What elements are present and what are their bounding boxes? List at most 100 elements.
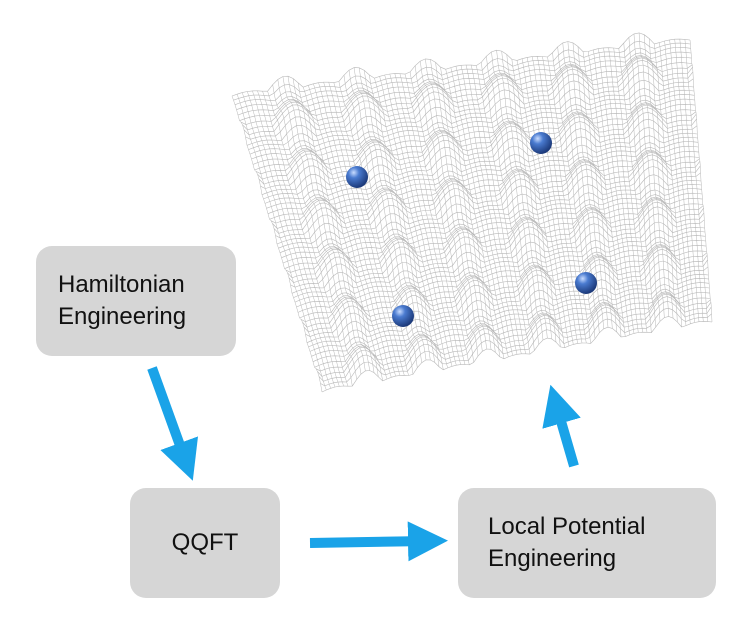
lattice-mesh-row xyxy=(272,154,701,229)
lattice-mesh-column xyxy=(414,65,479,357)
lattice-mesh-column xyxy=(679,39,704,322)
lattice-mesh-column xyxy=(292,78,375,373)
lattice-mesh-column xyxy=(654,43,682,328)
lattice-mesh-column xyxy=(465,64,522,354)
lattice-mesh-column xyxy=(394,73,461,365)
lattice-mesh-column xyxy=(389,73,457,366)
lattice-mesh-column xyxy=(643,34,674,319)
lattice-mesh-column xyxy=(587,51,626,337)
lattice-mesh-column xyxy=(353,67,427,360)
lattice-mesh-column xyxy=(547,56,591,344)
lattice-mesh-column xyxy=(262,91,349,387)
lattice-mesh-column xyxy=(608,47,643,333)
lattice-mesh-column xyxy=(241,92,331,389)
lattice-mesh-column xyxy=(598,48,635,334)
lattice-mesh-column xyxy=(516,60,565,348)
local-potential-line1: Local Potential xyxy=(488,513,646,540)
lattice-mesh-column xyxy=(669,39,695,323)
lattice-mesh-column xyxy=(374,78,444,370)
lattice-mesh-column xyxy=(277,79,362,375)
lattice-mesh-column xyxy=(476,65,531,355)
atom xyxy=(392,305,414,327)
arrow-hamiltonian-to-qqft xyxy=(147,366,199,481)
lattice-mesh-column xyxy=(501,51,552,339)
lattice-mesh-column xyxy=(231,95,323,393)
lattice-mesh-column xyxy=(649,38,678,322)
lattice-mesh-row xyxy=(279,188,702,253)
lattice-mesh-column xyxy=(430,59,492,350)
lattice-mesh-column xyxy=(633,33,665,318)
qqft-node: QQFT xyxy=(130,488,280,598)
atom xyxy=(346,166,368,188)
atom xyxy=(575,272,597,294)
lattice-mesh-column xyxy=(252,90,340,387)
lattice-mesh-column xyxy=(323,82,401,376)
lattice-mesh-column xyxy=(470,65,526,354)
lattice-mesh-column xyxy=(486,56,539,345)
lattice-mesh-column xyxy=(425,58,487,350)
lattice-mesh-column xyxy=(689,39,713,323)
lattice-mesh-column xyxy=(333,82,409,376)
lattice-mesh-column xyxy=(247,91,336,388)
lattice-mesh-column xyxy=(369,74,440,367)
lattice-mesh-column xyxy=(364,70,435,363)
lattice-mesh-column xyxy=(572,42,613,329)
lattice-mesh-column xyxy=(450,67,509,357)
hamiltonian-line1: Hamiltonian xyxy=(58,271,185,298)
lattice-mesh-column xyxy=(328,82,405,376)
lattice-mesh-column xyxy=(577,46,617,333)
lattice-mesh-column xyxy=(603,47,639,333)
lattice-mesh-column xyxy=(445,69,505,359)
lattice-mesh-column xyxy=(674,39,700,322)
lattice-mesh-column xyxy=(318,82,396,377)
lattice-mesh-column xyxy=(659,42,687,326)
arrow-local-potential-to-lattice xyxy=(542,384,581,468)
hamiltonian-line2: Engineering xyxy=(58,303,187,330)
lattice-mesh-column xyxy=(440,67,500,357)
lattice-mesh-column xyxy=(272,84,357,380)
lattice-mesh-column xyxy=(399,73,466,365)
lattice-mesh-column xyxy=(593,49,630,335)
lattice-mesh-column xyxy=(537,56,583,344)
qqft-label: QQFT xyxy=(171,529,239,556)
lattice-mesh-column xyxy=(613,47,648,333)
lattice-mesh-row xyxy=(231,32,691,97)
lattice-mesh-column xyxy=(409,71,474,363)
lattice-mesh-column xyxy=(282,76,366,371)
hamiltonian-engineering-node: Hamiltonian Engineering xyxy=(36,246,236,356)
local-potential-line2: Engineering xyxy=(488,545,617,572)
lattice-mesh-column xyxy=(496,50,548,339)
lattice-mesh-column xyxy=(664,40,691,324)
atom xyxy=(530,132,552,154)
lattice-mesh-column xyxy=(460,65,518,355)
local-potential-engineering-node: Local Potential Engineering xyxy=(458,488,716,598)
lattice-mesh-column xyxy=(267,91,353,387)
optical-lattice xyxy=(231,32,713,393)
lattice-mesh-column xyxy=(420,61,483,352)
lattice-mesh-column xyxy=(628,37,661,322)
lattice-mesh-column xyxy=(562,42,604,329)
lattice-mesh-column xyxy=(526,57,574,345)
lattice-mesh-column xyxy=(257,90,344,387)
lattice-mesh-column xyxy=(511,59,561,347)
lattice-mesh-column xyxy=(379,76,448,368)
lattice-mesh-column xyxy=(542,56,587,344)
lattice-mesh-column xyxy=(358,67,431,360)
lattice-mesh-column xyxy=(567,41,609,328)
lattice-mesh-column xyxy=(404,74,470,365)
lattice-mesh-row xyxy=(320,307,712,387)
lattice-mesh-column xyxy=(618,48,652,333)
lattice-mesh-column xyxy=(287,76,370,371)
lattice-mesh-column xyxy=(302,87,383,381)
lattice-mesh-column xyxy=(521,58,570,346)
lattice-mesh-column xyxy=(435,62,496,353)
lattice-mesh-column xyxy=(531,56,578,344)
lattice-mesh-column xyxy=(384,74,453,367)
atoms-group xyxy=(346,132,597,327)
lattice-mesh-column xyxy=(506,54,557,343)
lattice-mesh-row xyxy=(281,192,703,258)
lattice-mesh-column xyxy=(638,32,669,317)
lattice-mesh-column xyxy=(308,85,388,380)
lattice-mesh-column xyxy=(297,82,379,377)
